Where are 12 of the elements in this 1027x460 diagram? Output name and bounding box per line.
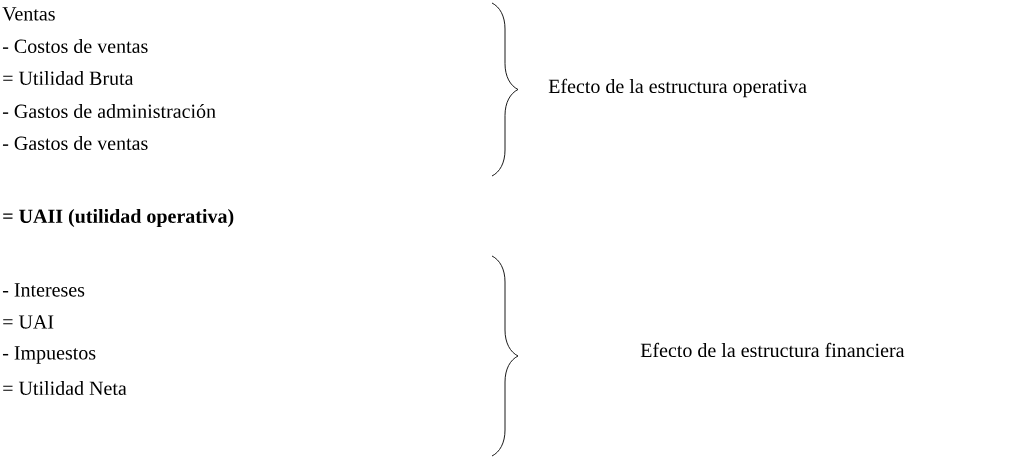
text-line: = Utilidad Neta [3,380,127,395]
text-line: = Utilidad Bruta [3,70,134,86]
text-line: Efecto de la estructura operativa [548,78,807,98]
text-line: - Intereses [2,283,85,297]
text-line: - Impuestos [2,346,96,364]
text-line: = UAII (utilidad operativa) [3,208,234,228]
text-line: Efecto de la estructura financiera [640,342,905,358]
text-line: - Gastos de ventas [2,135,148,151]
text-line: = UAI [3,315,54,329]
text-line: - Costos de ventas [2,38,148,54]
text-line: - Gastos de administración [2,103,216,119]
text-line: Ventas [2,7,55,21]
